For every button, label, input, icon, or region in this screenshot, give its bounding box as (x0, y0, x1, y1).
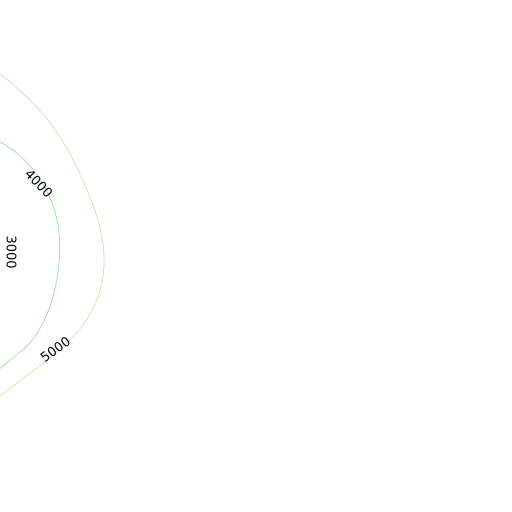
contour-line-5000 (0, 73, 105, 397)
contour-line-3000 (0, 226, 7, 286)
contour-label-5000: 5000 (38, 334, 74, 366)
contour-line-4000 (0, 141, 61, 369)
contour-label-4000: 4000 (21, 167, 55, 201)
contour-label-3000: 3000 (3, 235, 18, 268)
